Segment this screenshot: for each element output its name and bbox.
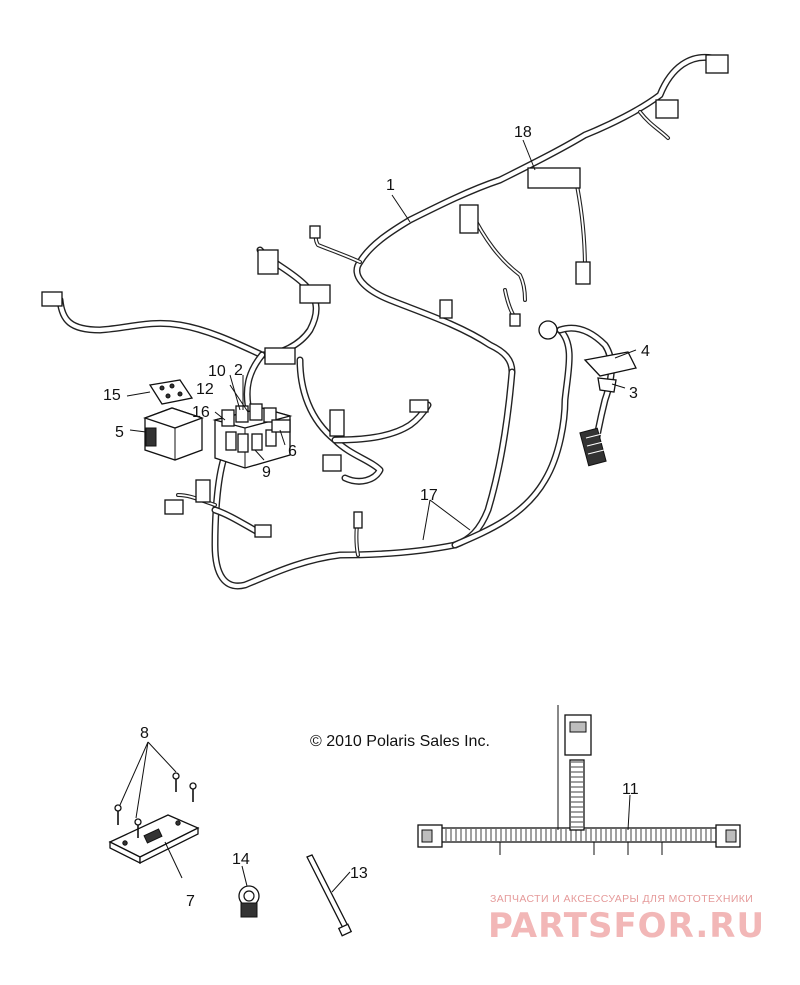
watermark-brand: PARTSFOR.RU bbox=[488, 906, 765, 946]
connector-block-center bbox=[299, 284, 331, 304]
main-wire-harness bbox=[56, 53, 724, 590]
connector-upper-right bbox=[655, 99, 679, 119]
harness-connectors bbox=[41, 54, 729, 538]
connector-top-stub bbox=[309, 225, 321, 239]
watermark: ЗАПЧАСТИ И АКСЕССУАРЫ ДЛЯ МОТОТЕХНИКИ PA… bbox=[488, 893, 765, 946]
callout-5: 5 bbox=[115, 424, 124, 441]
callout-13: 13 bbox=[350, 865, 368, 882]
grommet-ball bbox=[538, 320, 558, 340]
sub-harness-11 bbox=[417, 705, 741, 855]
callout-4: 4 bbox=[641, 343, 650, 360]
connector-far-left bbox=[41, 291, 63, 307]
sub-harness-top-connector bbox=[564, 714, 592, 756]
callout-2: 2 bbox=[234, 362, 243, 379]
connector-trunk-drop bbox=[459, 204, 479, 234]
relay-blocks bbox=[221, 403, 277, 453]
riser-ribs bbox=[571, 761, 583, 828]
callout-17: 17 bbox=[420, 487, 438, 504]
screw bbox=[189, 782, 197, 802]
watermark-tagline: ЗАПЧАСТИ И АКСЕССУАРЫ ДЛЯ МОТОТЕХНИКИ bbox=[490, 893, 753, 905]
relay-housing-5 bbox=[143, 407, 204, 461]
connector-lower-left bbox=[195, 479, 211, 503]
connector-tap bbox=[353, 511, 363, 529]
connector-upper-center bbox=[257, 249, 279, 275]
connector-lower-left-end bbox=[254, 524, 272, 538]
connector-bracket-3-4 bbox=[579, 351, 637, 467]
mount-bracket-7 bbox=[108, 814, 200, 865]
connector-right-drop bbox=[575, 261, 591, 285]
callout-9: 9 bbox=[262, 464, 271, 481]
connector-top-right bbox=[705, 54, 729, 74]
sleeve-ribs bbox=[445, 829, 712, 841]
connector-lower-mid bbox=[322, 454, 342, 472]
callout-18: 18 bbox=[514, 124, 532, 141]
callout-7: 7 bbox=[186, 893, 195, 910]
connector-center-trunk bbox=[439, 299, 453, 319]
callout-15: 15 bbox=[103, 387, 121, 404]
leader-lines bbox=[119, 139, 637, 893]
callout-1: 1 bbox=[386, 177, 395, 194]
connector-mid-right bbox=[329, 409, 345, 437]
callout-labels: 1 2 3 4 5 6 7 8 9 10 11 12 13 14 15 16 1… bbox=[103, 124, 650, 910]
fuse-relay-box bbox=[212, 403, 293, 469]
screws-8 bbox=[114, 772, 197, 838]
clip-14 bbox=[238, 885, 260, 918]
screw bbox=[172, 772, 180, 792]
callout-3: 3 bbox=[629, 385, 638, 402]
connector-module-18 bbox=[527, 167, 581, 189]
callout-14: 14 bbox=[232, 851, 250, 868]
multi-pin-connector bbox=[579, 427, 607, 467]
label-plate-15 bbox=[148, 379, 194, 405]
callout-6: 6 bbox=[288, 443, 297, 460]
callout-11: 11 bbox=[622, 781, 639, 798]
sub-harness-riser bbox=[569, 759, 585, 831]
connector-junction bbox=[264, 347, 296, 365]
callout-16: 16 bbox=[192, 404, 210, 421]
callout-12: 12 bbox=[196, 381, 214, 398]
connector-right-pair bbox=[409, 399, 429, 413]
screw bbox=[114, 804, 122, 825]
cable-tie-13 bbox=[306, 854, 353, 937]
callout-8: 8 bbox=[140, 725, 149, 742]
screw bbox=[134, 818, 142, 838]
connector-stub-mid bbox=[509, 313, 521, 327]
connector-lower-left-small bbox=[164, 499, 184, 515]
fuse-6 bbox=[271, 419, 291, 433]
copyright-notice: © 2010 Polaris Sales Inc. bbox=[310, 733, 490, 750]
callout-10: 10 bbox=[208, 363, 226, 380]
